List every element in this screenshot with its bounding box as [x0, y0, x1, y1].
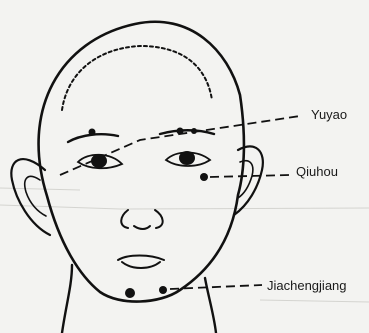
hairline: [62, 46, 212, 110]
jiachengjiang-point: [159, 286, 167, 294]
eyes: [78, 151, 210, 168]
mouth: [118, 256, 164, 269]
chin-mark: [125, 288, 135, 298]
nose: [121, 210, 162, 229]
head-outline: [39, 22, 244, 302]
leader-lines: [60, 116, 300, 289]
neck-left: [62, 265, 72, 333]
left-eyebrow: [68, 134, 118, 142]
label-qiuhou: Qiuhou: [296, 165, 338, 178]
right-pupil: [179, 151, 195, 165]
brow-mark-left: [89, 129, 96, 136]
qiuhou-leader: [210, 175, 290, 177]
right-ear: [234, 146, 263, 215]
label-jiachengjiang: Jiachengjiang: [267, 279, 347, 292]
qiuhou-point: [200, 173, 208, 181]
left-ear: [11, 159, 50, 235]
label-yuyao: Yuyao: [311, 108, 347, 121]
